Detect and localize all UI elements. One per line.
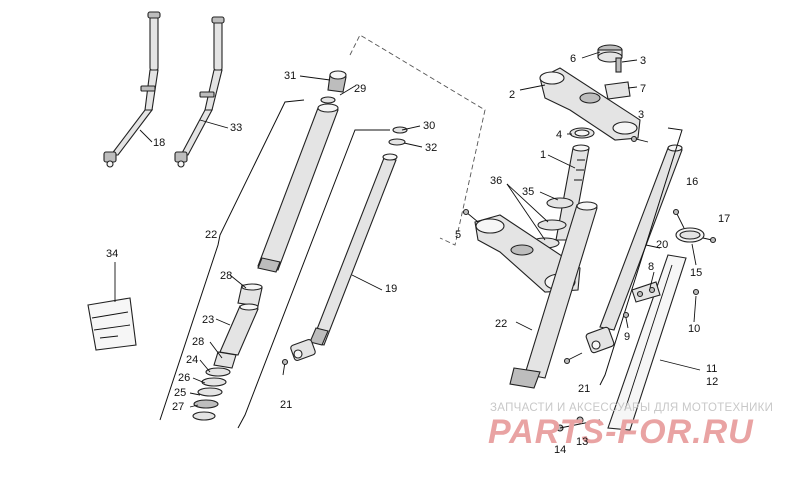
top-clamp-2 <box>539 67 641 141</box>
guard-bracket-8 <box>631 281 661 303</box>
fork-slider-19 <box>290 153 398 361</box>
callout-3-top: 3 <box>640 55 646 67</box>
callout-6: 6 <box>570 53 576 65</box>
bolt-3-right <box>630 135 649 143</box>
callout-32: 32 <box>425 142 437 154</box>
callout-27: 27 <box>172 401 184 413</box>
bolt-16 <box>672 208 685 229</box>
bolts-13-14 <box>556 416 601 432</box>
callout-14: 14 <box>554 444 566 456</box>
hardware-bag-34 <box>87 297 137 351</box>
callout-20: 20 <box>656 239 668 251</box>
callout-16: 16 <box>686 176 698 188</box>
hose-clamp-15 <box>675 227 705 243</box>
leader-lines <box>114 51 701 408</box>
watermark-brand-logo: PARTS-FOR.RU <box>488 413 754 451</box>
bolt-5 <box>462 208 479 223</box>
bolt-3-top <box>615 57 622 73</box>
callout-17: 17 <box>718 213 730 225</box>
bolt-10 <box>692 288 700 296</box>
callout-8: 8 <box>648 261 654 273</box>
callout-15: 15 <box>690 267 702 279</box>
washers-30-32 <box>388 126 408 146</box>
callout-10: 10 <box>688 323 700 335</box>
bolt-9 <box>622 311 630 319</box>
callout-11: 11 <box>706 363 717 375</box>
damper-rod-18 <box>103 11 161 168</box>
spacer-tube-23 <box>219 303 259 356</box>
callout-4: 4 <box>556 129 562 141</box>
fork-cap-31 <box>320 70 347 104</box>
damper-rod-33 <box>174 16 225 168</box>
fork-slider-20 <box>585 144 683 354</box>
bolt-17 <box>702 236 717 244</box>
watermark-tagline: ЗАПЧАСТИ И АКСЕССУАРЫ ДЛЯ МОТОТЕХНИКИ <box>490 402 773 414</box>
callout-13: 13 <box>576 436 588 448</box>
seal-stack-24-27 <box>192 367 231 421</box>
bearing-4 <box>569 127 595 139</box>
callout-29: 29 <box>354 83 366 95</box>
bushing-28-upper <box>237 283 263 307</box>
callout-28-upper: 28 <box>220 270 232 282</box>
callout-5: 5 <box>455 229 461 241</box>
bolt-21-left <box>281 358 289 376</box>
callout-36: 36 <box>490 175 502 187</box>
callout-22-left: 22 <box>205 229 217 241</box>
bearing-35 <box>546 197 574 209</box>
callout-25: 25 <box>174 387 186 399</box>
callout-2: 2 <box>509 89 515 101</box>
callout-33: 33 <box>230 122 242 134</box>
bushing-28-lower <box>213 351 237 369</box>
fork-guard-11-12 <box>607 254 687 431</box>
callout-35: 35 <box>522 186 534 198</box>
right-leg-group-frame <box>599 127 683 386</box>
callout-22-right: 22 <box>495 318 507 330</box>
watermark: ЗАПЧАСТИ И АКСЕССУАРЫ ДЛЯ МОТОТЕХНИКИ PA… <box>488 402 773 451</box>
callout-34: 34 <box>106 248 118 260</box>
callout-30: 30 <box>423 120 435 132</box>
fork-tube-22-left <box>257 103 339 273</box>
callout-18: 18 <box>153 137 165 149</box>
callout-23: 23 <box>202 314 214 326</box>
callout-21-right: 21 <box>578 383 590 395</box>
callout-26: 26 <box>178 372 190 384</box>
callout-12: 12 <box>706 376 718 388</box>
callout-19: 19 <box>385 283 397 295</box>
callout-21-left: 21 <box>280 399 292 411</box>
callout-28-lower: 28 <box>192 336 204 348</box>
callout-3-right: 3 <box>638 109 644 121</box>
bolt-21-right <box>563 352 583 365</box>
callout-7: 7 <box>640 83 646 95</box>
fork-tube-22-right <box>509 201 598 389</box>
callout-labels: 1 2 3 3 4 5 6 7 8 9 10 11 12 13 14 15 16… <box>106 53 730 456</box>
dashed-assembly-outline <box>349 34 486 246</box>
callout-24: 24 <box>186 354 198 366</box>
callout-1: 1 <box>540 149 546 161</box>
callout-31: 31 <box>284 70 296 82</box>
left-leg-group-frame <box>159 99 390 429</box>
callout-9: 9 <box>624 331 630 343</box>
bracket-7 <box>604 81 631 100</box>
